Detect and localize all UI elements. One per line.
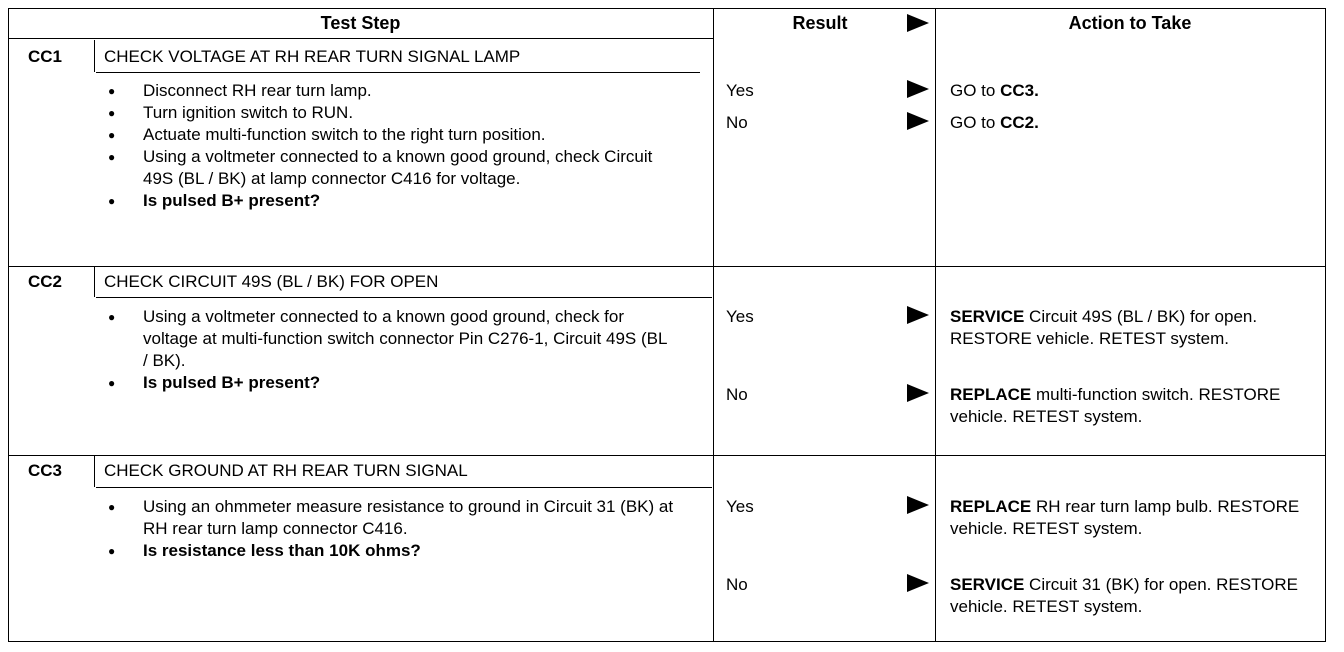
step-bullets: Using an ohmmeter measure resistance to …: [96, 496, 696, 562]
step-id: CC2: [28, 272, 63, 291]
step-title: CHECK GROUND AT RH REAR TURN SIGNAL: [104, 461, 468, 480]
action-keyword: CC3.: [1000, 81, 1039, 100]
cc2-title-underline: [96, 297, 712, 298]
action-text: GO to CC2.: [950, 112, 1320, 134]
header-result: Result: [792, 13, 848, 33]
result-arrow-icon: [907, 496, 929, 514]
action-keyword: REPLACE: [950, 497, 1032, 516]
table-left-border: [8, 8, 9, 642]
result-label: Yes: [726, 497, 754, 516]
list-item: Disconnect RH rear turn lamp.: [96, 80, 656, 102]
list-item: Using a voltmeter connected to a known g…: [96, 146, 656, 190]
table-right-border: [1325, 8, 1326, 642]
action-text: GO to CC3.: [950, 80, 1320, 102]
table-bottom-border: [8, 641, 1326, 642]
header-arrow-icon: [907, 14, 929, 32]
step-title: CHECK VOLTAGE AT RH REAR TURN SIGNAL LAM…: [104, 47, 521, 66]
list-item: Actuate multi-function switch to the rig…: [96, 124, 656, 146]
result-label: Yes: [726, 81, 754, 100]
result-arrow-icon: [907, 384, 929, 402]
list-item: Using an ohmmeter measure resistance to …: [96, 496, 696, 540]
header-action: Action to Take: [1068, 13, 1192, 33]
action-keyword: REPLACE: [950, 385, 1032, 404]
action-prefix: GO to: [950, 81, 1001, 100]
step-id: CC3: [28, 461, 63, 480]
cc1-title-underline: [96, 72, 700, 73]
result-label: Yes: [726, 307, 754, 326]
step-id-divider-cc1: [94, 40, 95, 72]
step-bullets: Using a voltmeter connected to a known g…: [96, 306, 671, 394]
step-bullets: Disconnect RH rear turn lamp. Turn ignit…: [96, 80, 656, 212]
step-id-divider-cc3: [94, 456, 95, 487]
result-label: No: [726, 575, 748, 594]
step-title: CHECK CIRCUIT 49S (BL / BK) FOR OPEN: [104, 272, 439, 291]
result-arrow-icon: [907, 112, 929, 130]
test-step-right-border: [713, 8, 714, 642]
action-rest: Circuit 31 (BK) for open. RESTORE vehicl…: [950, 575, 1298, 616]
step-id: CC1: [28, 47, 63, 66]
step-id-divider-cc2: [94, 267, 95, 297]
header-test-step: Test Step: [320, 13, 401, 33]
action-keyword: SERVICE: [950, 575, 1025, 594]
result-label: No: [726, 385, 748, 404]
header-divider: [8, 38, 714, 39]
action-rest: RH rear turn lamp bulb. RESTORE vehicle.…: [950, 497, 1300, 538]
result-arrow-icon: [907, 574, 929, 592]
cc3-title-underline: [96, 487, 712, 488]
list-item: Is pulsed B+ present?: [96, 190, 656, 212]
result-arrow-icon: [907, 306, 929, 324]
list-item: Is resistance less than 10K ohms?: [96, 540, 696, 562]
result-label: No: [726, 113, 748, 132]
cc3-separator: [8, 455, 1326, 456]
result-right-border: [935, 8, 936, 642]
list-item: Is pulsed B+ present?: [96, 372, 671, 394]
action-text: SERVICE Circuit 31 (BK) for open. RESTOR…: [950, 574, 1320, 618]
action-rest: Circuit 49S (BL / BK) for open. RESTORE …: [950, 307, 1258, 348]
cc2-separator: [8, 266, 1326, 267]
action-rest: multi-function switch. RESTORE vehicle. …: [950, 385, 1281, 426]
list-item: Using a voltmeter connected to a known g…: [96, 306, 671, 372]
action-keyword: CC2.: [1000, 113, 1039, 132]
result-arrow-icon: [907, 80, 929, 98]
table-top-border: [8, 8, 1326, 9]
action-prefix: GO to: [950, 113, 1001, 132]
action-text: REPLACE multi-function switch. RESTORE v…: [950, 384, 1320, 428]
list-item: Turn ignition switch to RUN.: [96, 102, 656, 124]
action-text: SERVICE Circuit 49S (BL / BK) for open. …: [950, 306, 1320, 350]
action-text: REPLACE RH rear turn lamp bulb. RESTORE …: [950, 496, 1320, 540]
action-keyword: SERVICE: [950, 307, 1025, 326]
